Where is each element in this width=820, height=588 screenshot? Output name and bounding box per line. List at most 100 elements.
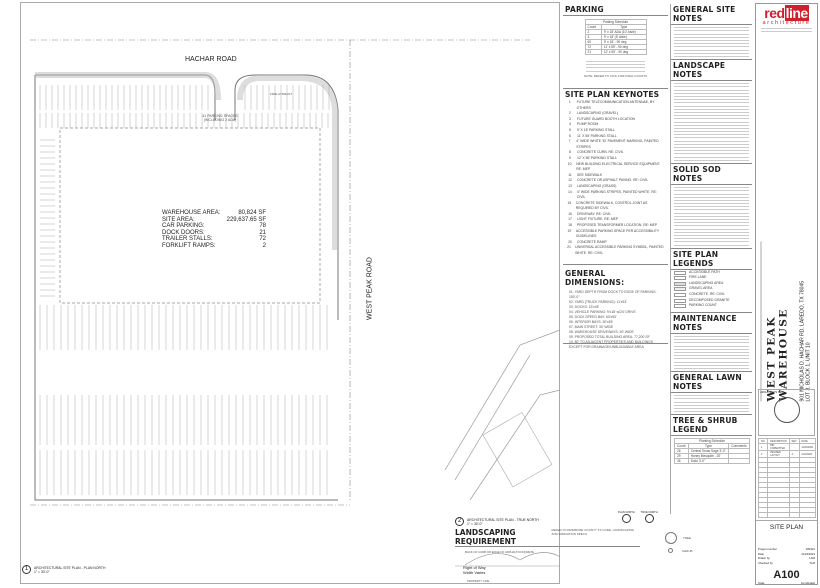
view-scale-1: 1" = 30'-0" [34,569,50,574]
site-data-value: 72 [259,236,266,242]
revision-cell [798,512,817,518]
general-site-notes-title: GENERAL SITE NOTES [671,4,752,25]
info-value: 180321 [805,547,815,551]
keynote-text: PUMP ROOM [577,122,599,127]
legend-label: GRAVEL AREA [689,286,713,291]
revision-desc: BID FORMATTED [767,443,790,451]
keynote-number: 8 [569,150,571,155]
legend-swatch-icon [674,304,686,309]
keynote-text: UNIVERSAL ACCESSIBLE PARKING SYMBOL, PAI… [575,245,664,256]
keynote-number: 12 [568,178,572,183]
seal-box: ARCHITECT'S SEAL [758,389,815,436]
revision-cell [757,512,769,518]
info-label: Project number [758,547,777,551]
site-data-value: 2 [262,242,266,249]
north-arrow-icon [644,514,654,523]
legend-label: ACCESSIBLE PATH [689,269,720,274]
keynote-text: SEE SIDEWALK [577,172,603,177]
legend-swatch-icon [674,298,686,303]
keynote-number: 9 [569,155,571,160]
dimension-item: 03. DOCKS: 13'x45' [569,305,600,309]
site-data-value: 80,824 SF [238,210,266,216]
landscaping-note: REFER TO PRIMROSE COUNTY TX CODE, LANDSC… [551,528,635,536]
dimension-item: 04. VEHICLE PARKING: 9'x18' w/24' DRIVE [569,310,636,314]
keynote-number: 10 [567,161,572,166]
view-number-1: 1 [22,565,31,574]
legend-swatch-icon [674,287,686,292]
scale-value: As indicated [800,582,815,585]
keynote-text: LIGHT FIXTURE. RE: MEP [577,217,619,222]
keynote-text: NEW BUILDING ELECTRICAL SERVICE EQUIPMEN… [576,161,661,172]
plan-north-label: PLAN NORTH [618,511,635,514]
planting-count: 36 [674,458,689,465]
planting-type: Central Texas Sage 3'-0" [687,448,730,455]
road-label-north: HACHAR ROAD [185,56,237,63]
dimension-item: 10. 80' TO ADJACENT PROPERTIES AND BUILD… [569,340,654,349]
shrub-label: SHRUB [682,548,693,553]
logo: redline architecture [758,5,815,33]
legend-swatch-icon [674,270,686,275]
legend-swatch-icon [674,293,686,298]
dimension-item: 09. PROPOSED TOTAL BUILDING AREA: 77,200… [569,335,650,339]
info-value: LAM [809,556,815,560]
keynote-number: 13 [568,183,572,188]
keynotes-title: SITE PLAN KEYNOTES [565,90,660,99]
shrub-icon [668,548,673,553]
keynote-number: 21 [567,245,571,250]
keynote-text: CONCRETE OR ASPHALT PAVING. RE: CIVIL [577,178,649,183]
site-data-value: 78 [259,223,266,229]
project-info: WEST PEAK WAREHOUSE 901 NICHOLAS D. HACH… [760,241,816,402]
landscape-notes-title: LANDSCAPE NOTES [671,59,752,82]
revision-cell [788,512,800,518]
seal-label: ARCHITECT'S SEAL [760,391,785,394]
legend-item: LANDSCAPING AREA [671,281,752,287]
header-comments: Comments [728,443,750,450]
revision-row-empty [757,512,817,518]
north-arrow-icon [621,514,631,523]
right-of-way-label: Right of Way Width Varies [463,565,486,575]
legend-label: DECOMPOSED GRANITE [689,297,730,302]
dimensions-title: GENERAL DIMENSIONS: [565,269,625,287]
scale-label: Scale [758,582,765,585]
dimension-item: 01. YARD DEPTH FROM DOCK TO EDGE OF PARK… [569,290,657,299]
keynote-number: 15 [567,200,572,205]
view-title-1-text: ARCHITECTURAL SITE PLAN - PLAN NORTH [34,565,106,570]
view-scale-2: 1" = 30'-0" [467,521,483,526]
site-data-row: WAREHOUSE AREA:80,824 SF [162,210,266,217]
tree-symbols: TREE SHRUB [665,532,693,553]
legend-label: PARKING COUNT [689,303,718,308]
site-data-row: TRAILER STALLS:72 [162,236,266,243]
sheet-number: A100 [773,569,800,581]
parking-count: 21 [584,49,602,55]
legend-swatch-icon [674,281,686,286]
solid-sod-notes-title: SOLID SOD NOTES [671,162,752,185]
planting-type: Sotol 3'-0" [687,458,730,465]
project-name: WEST PEAK WAREHOUSE [765,308,790,402]
keynote-item: 10 NEW BUILDING ELECTRICAL SERVICE EQUIPM… [563,162,668,173]
keynote-item: 12 CONCRETE OR ASPHALT PAVING. RE: CIVIL [563,178,668,184]
keynote-number: 5 [569,127,571,132]
info-value: 11/23/2021 [801,551,815,556]
revision-no: 2 [757,450,769,458]
site-plan-legends-title: SITE PLAN LEGENDS [671,247,752,270]
logo-line: line [784,5,809,21]
site-data-row: DOCK DOORS:21 [162,230,266,237]
legend-item: FIRE LANE [671,275,752,281]
site-data-row: FORKLIFT RAMPS:2 [162,243,266,250]
curb-landscape [35,72,221,101]
